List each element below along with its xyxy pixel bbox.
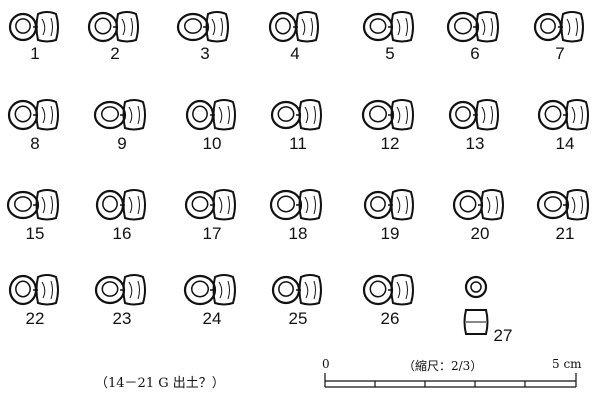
caption: （14－21 G 出土？） — [95, 376, 225, 391]
bead-number: 16 — [112, 224, 132, 243]
bead-drawing — [270, 99, 322, 131]
bead-number: 26 — [380, 309, 400, 328]
bead-number: 7 — [555, 44, 565, 63]
bead-number: 8 — [30, 134, 40, 153]
bead-drawing — [94, 274, 146, 306]
bead-drawing — [268, 11, 319, 43]
bead-number: 21 — [555, 224, 575, 243]
bead-drawing — [269, 189, 322, 221]
bead-number: 15 — [25, 224, 45, 243]
bead-drawing — [7, 99, 59, 131]
bead-number: 10 — [202, 134, 222, 153]
bead-drawing — [448, 99, 499, 131]
bead-drawing — [446, 11, 499, 43]
bead-drawing — [361, 99, 414, 131]
bead-drawing — [176, 11, 229, 43]
bead-number: 18 — [288, 224, 308, 243]
bead-number: 6 — [470, 44, 480, 63]
bead-number: 27 — [493, 326, 513, 345]
bead-number: 23 — [112, 309, 132, 328]
bead-number: 3 — [200, 44, 210, 63]
bead-number: 12 — [380, 134, 400, 153]
bead-number: 19 — [380, 224, 400, 243]
bead-drawing — [183, 274, 236, 306]
bead-number: 22 — [25, 309, 45, 328]
bead-drawing — [95, 189, 146, 221]
bead-drawing — [533, 11, 584, 43]
bead-drawing — [185, 99, 236, 131]
bead-number: 14 — [555, 134, 575, 153]
bead-number: 25 — [288, 309, 308, 328]
bead-drawing — [184, 189, 236, 221]
bead-number: 13 — [465, 134, 485, 153]
bead-drawing — [87, 11, 139, 43]
bead-drawing — [271, 274, 322, 306]
bead-drawing — [8, 11, 59, 43]
bead-drawing — [536, 189, 589, 221]
bead-drawing — [6, 189, 59, 221]
scale-end-label: 5 cm — [552, 357, 582, 371]
bead-number: 20 — [470, 224, 490, 243]
bead-drawing — [363, 189, 414, 221]
bead-number: 1 — [30, 44, 40, 63]
bead-number: 24 — [202, 309, 222, 328]
bead-number: 4 — [290, 44, 300, 63]
scale-bar — [324, 373, 577, 388]
scale-zero-label: 0 — [322, 357, 330, 371]
bead-drawing — [463, 275, 489, 335]
bead-number: 9 — [117, 134, 127, 153]
bead-number: 5 — [385, 44, 395, 63]
bead-drawing — [537, 99, 589, 131]
bead-drawing — [8, 274, 59, 306]
scale-title: （縮尺：2/3） — [403, 359, 483, 373]
bead-drawing — [362, 11, 414, 43]
bead-number: 17 — [202, 224, 222, 243]
bead-number: 11 — [289, 134, 307, 153]
bead-drawing — [362, 274, 414, 306]
bead-drawing — [452, 189, 504, 221]
bead-number: 2 — [110, 44, 120, 63]
bead-drawing — [93, 99, 146, 131]
